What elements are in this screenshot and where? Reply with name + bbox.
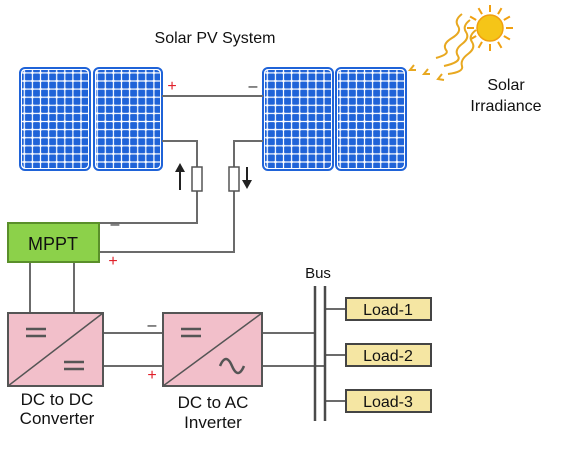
diagram-title: Solar PV System — [155, 30, 276, 47]
sun-ray — [477, 41, 483, 49]
irradiance-label-line2: Irradiance — [470, 98, 541, 115]
load-2-label: Load-2 — [363, 348, 413, 365]
sun-icon — [467, 5, 513, 51]
solar-panel-4 — [335, 67, 407, 171]
inverter-label-line2: Inverter — [184, 413, 242, 432]
mppt-block: MPPT — [7, 222, 100, 263]
inverter-label-line1: DC to AC — [178, 393, 249, 412]
dc-dc-converter-block — [7, 312, 104, 387]
fuse-positive-icon — [191, 166, 203, 192]
sun-ray — [477, 7, 483, 15]
sun-ray — [497, 7, 503, 15]
mppt-minus-sign: – — [111, 216, 120, 233]
converter-label-line2: Converter — [20, 409, 95, 428]
load-2-block: Load-2 — [345, 343, 432, 367]
panel-minus-sign: – — [249, 78, 258, 95]
solar-panel-1 — [19, 67, 91, 171]
irradiance-rays-icon — [407, 13, 477, 81]
current-up-arrow-icon — [175, 163, 185, 190]
panel-plus-sign: + — [167, 78, 176, 95]
sun-ray — [497, 41, 503, 49]
converter-label-line1: DC to DC — [21, 390, 94, 409]
mppt-label: MPPT — [28, 234, 78, 254]
ac-dc-symbol-icon — [181, 327, 246, 375]
mppt-plus-sign: + — [108, 253, 117, 270]
bus-label: Bus — [305, 265, 331, 282]
load-1-label: Load-1 — [363, 302, 413, 319]
inverter-plus-sign: + — [147, 367, 156, 384]
bus-bars — [313, 286, 327, 421]
sun-ray — [503, 15, 511, 21]
inverter-minus-sign: – — [148, 317, 157, 334]
dc-symbol-icon — [26, 327, 84, 371]
current-down-arrow-icon — [242, 167, 252, 189]
solar-panel-3 — [262, 67, 334, 171]
dc-ac-inverter-block — [162, 312, 263, 387]
irradiance-label-line1: Solar — [487, 77, 525, 94]
solar-panel-2 — [93, 67, 163, 171]
load-3-label: Load-3 — [363, 394, 413, 411]
sun-ray — [469, 15, 477, 21]
sun-ray — [503, 35, 511, 41]
fuse-negative-icon — [228, 166, 240, 192]
load-3-block: Load-3 — [345, 389, 432, 413]
load-1-block: Load-1 — [345, 297, 432, 321]
